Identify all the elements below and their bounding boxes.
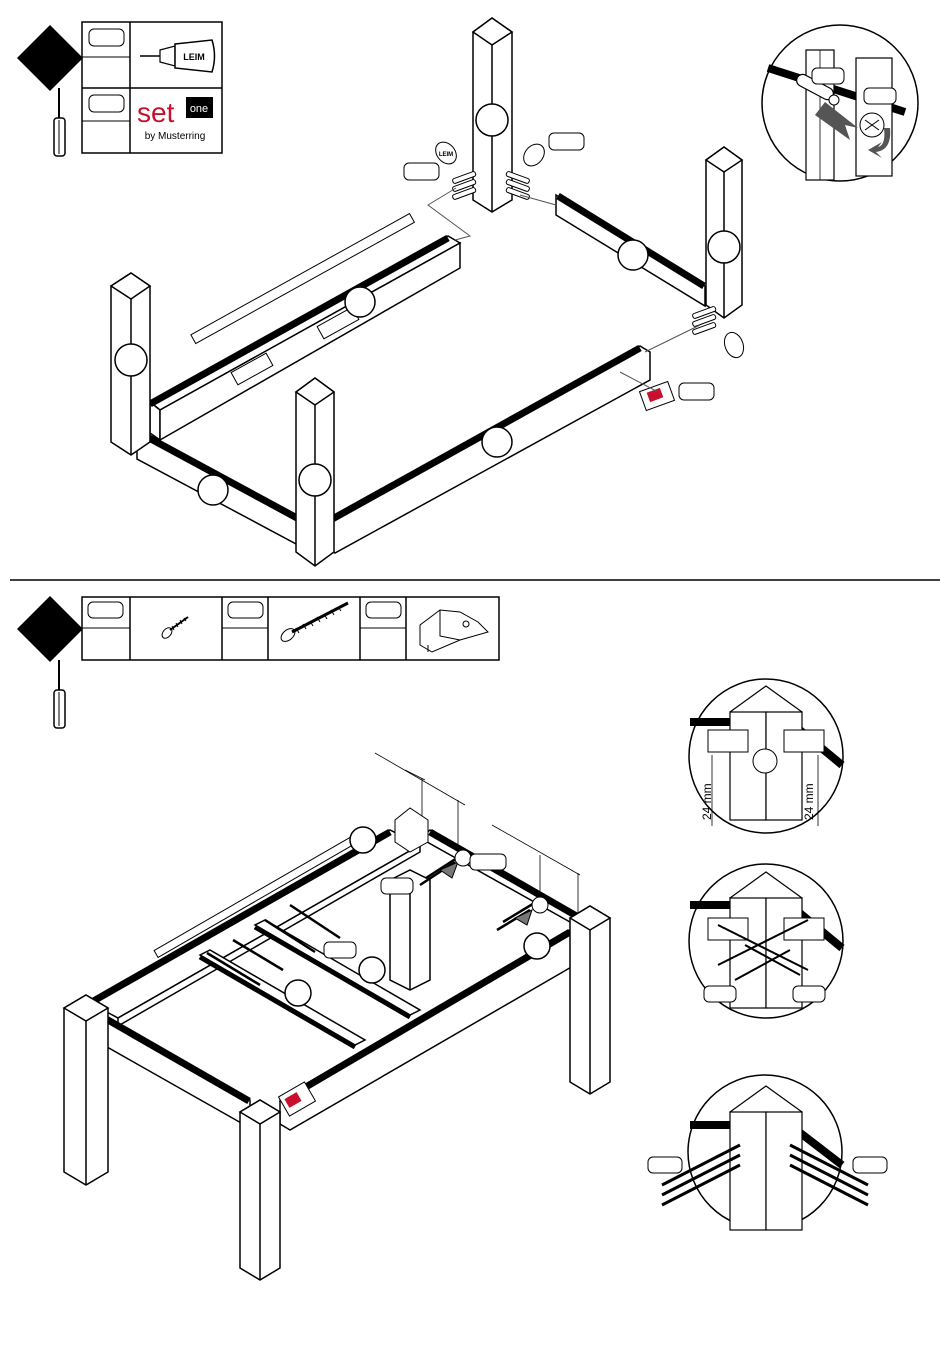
part-marker [299,464,331,496]
dimension-label-right: 24 mm [802,783,816,820]
qty-box [812,68,844,84]
qty-box [549,133,584,150]
part-marker [350,827,376,853]
apron-left [150,236,460,410]
qty-box [704,986,736,1002]
qty-box [470,854,506,870]
glue-bottle-icon [519,140,548,170]
brand-word: set [137,97,175,128]
qty-box [366,602,401,618]
brand-tagline: by Musterring [145,131,206,142]
part-marker [285,980,311,1006]
svg-text:LEIM: LEIM [439,152,453,158]
parts-table: LEIM set one by Musterring [82,22,222,153]
parts-table-2 [82,597,499,660]
table-frame-assembled [64,753,610,1280]
glue-bottle-icon [721,330,747,361]
qty-box [679,383,714,400]
qty-box [793,986,825,1002]
screwdriver-icon [54,88,65,156]
part-marker [476,104,508,136]
qty-box [853,1157,887,1173]
qty-box [864,88,896,104]
detail-circle-dowel [762,25,918,181]
qty-box [404,163,439,180]
part-marker [753,749,777,773]
part-marker [482,427,512,457]
step1-section: LEIM set one by Musterring [17,18,918,566]
part-marker [524,933,550,959]
qty-box [228,602,263,618]
glue-tube-label: LEIM [183,52,205,62]
detail-circle-crossed-screws [689,864,843,1018]
qty-box [89,95,124,112]
qty-box [381,878,413,894]
qty-box [88,602,123,618]
corner-bracket [395,808,428,852]
part-marker [708,231,740,263]
corner-bracket-icon [455,850,471,866]
step2-section: 24 mm 24 mm [17,596,887,1280]
part-marker [198,475,228,505]
diamond-step-icon [17,25,83,91]
brand-badge: one [190,103,208,115]
corner-bracket-icon [532,897,548,913]
part-marker [345,287,375,317]
part-marker [115,344,147,376]
qty-box [324,942,356,958]
part-marker [359,957,385,983]
part-marker [618,240,648,270]
qty-box [648,1157,682,1173]
qty-box [89,29,124,46]
screwdriver-icon [54,660,65,728]
diamond-step-icon [17,596,83,662]
detail-circle-final-screws [648,1075,887,1230]
dimension-label-left: 24 mm [700,783,714,820]
